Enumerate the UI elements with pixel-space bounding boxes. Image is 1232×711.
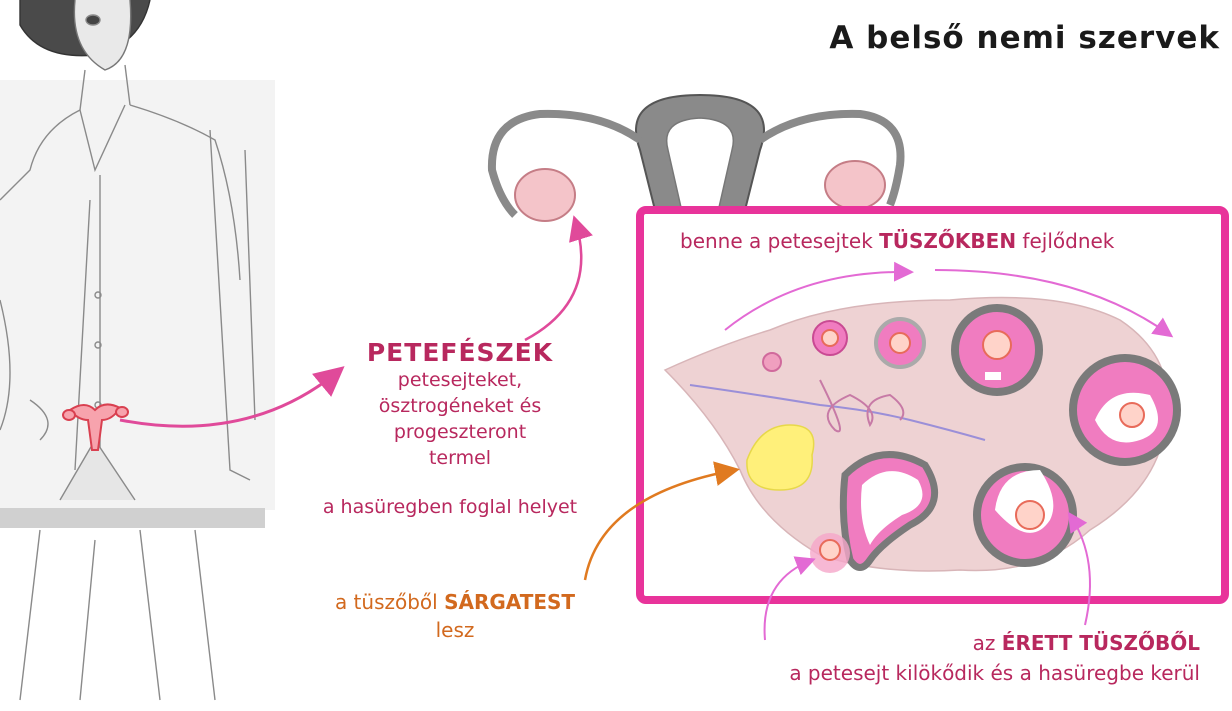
ovary-location-text: a hasüregben foglal helyet	[275, 494, 625, 520]
mature-pre: az	[973, 631, 1002, 655]
ovary-line-3: progeszteront	[300, 419, 620, 445]
corpus-line2: lesz	[280, 616, 630, 644]
mature-bold: ÉRETT TÜSZŐBŐL	[1002, 631, 1200, 655]
corpus-pre: a tüszőből	[335, 590, 444, 614]
page-title: A belső nemi szervek	[760, 20, 1220, 56]
mature-follicle-label: az ÉRETT TÜSZŐBŐL a petesejt kilökődik é…	[640, 628, 1200, 688]
woman-figure	[0, 0, 275, 700]
ovary-heading: PETEFÉSZEK	[300, 338, 620, 367]
ovary-arrow-to-ovary	[525, 220, 581, 340]
left-ovary	[515, 169, 575, 221]
corpus-luteum-label: a tüszőből SÁRGATEST lesz	[280, 588, 630, 644]
corpus-bold: SÁRGATEST	[444, 590, 575, 614]
ovary-line-2: ösztrogéneket és	[300, 393, 620, 419]
caption-pre: benne a petesejtek	[680, 229, 879, 253]
ovary-label: PETEFÉSZEK petesejteket, ösztrogéneket é…	[300, 338, 620, 471]
mature-line2: a petesejt kilökődik és a hasüregbe kerü…	[640, 658, 1200, 688]
follicle-caption: benne a petesejtek TÜSZŐKBEN fejlődnek	[680, 229, 1220, 253]
caption-bold: TÜSZŐKBEN	[879, 229, 1016, 253]
ovary-line-1: petesejteket,	[300, 367, 620, 393]
right-ovary	[825, 161, 885, 209]
ovary-line-4: termel	[300, 445, 620, 471]
caption-post: fejlődnek	[1016, 229, 1114, 253]
